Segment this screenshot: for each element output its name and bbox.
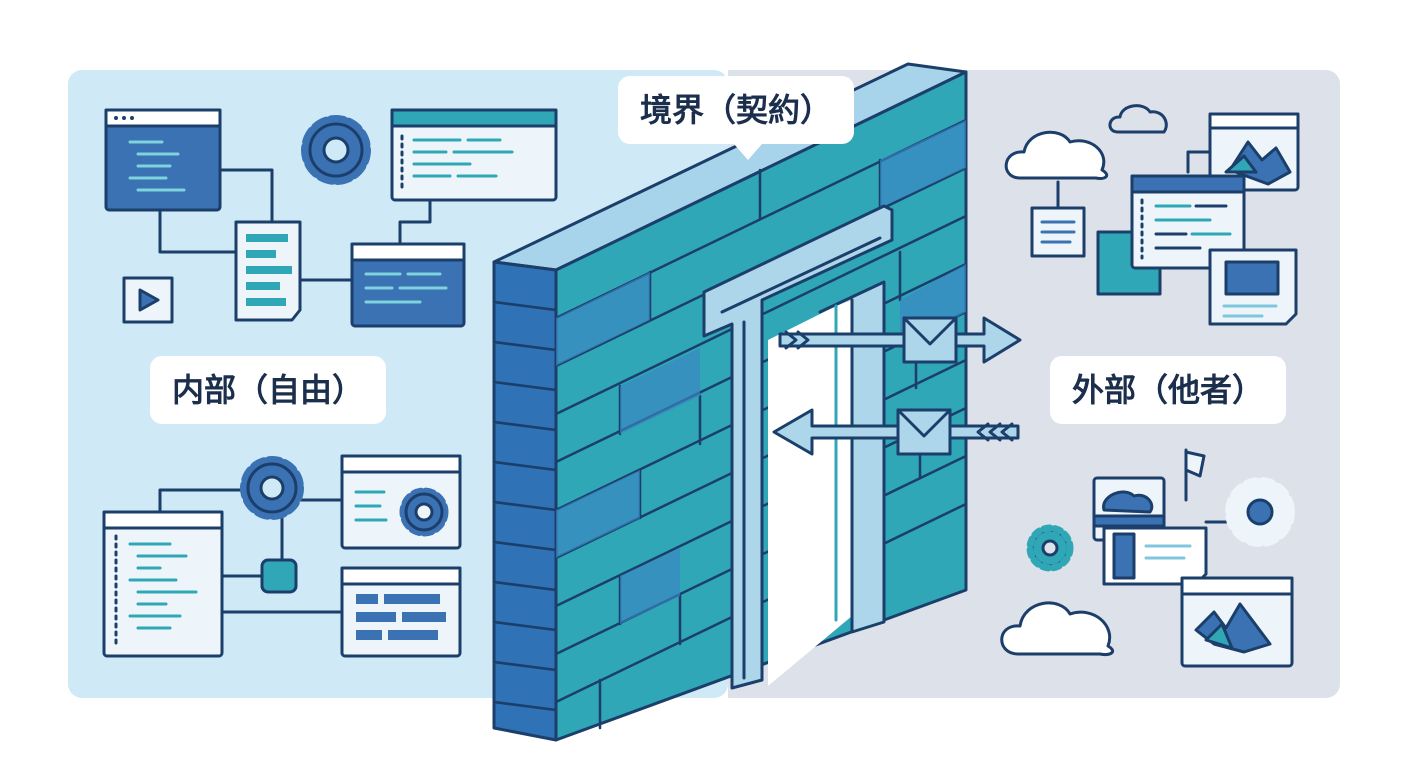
connector-line (158, 488, 242, 514)
play-icon (122, 276, 174, 324)
image-window-icon (1180, 576, 1294, 668)
document-icon (1030, 206, 1086, 258)
boundary-label: 境界（契約） (618, 76, 855, 144)
gear-icon (240, 456, 304, 520)
code-window-icon (350, 242, 466, 328)
gear-window-icon (340, 454, 462, 550)
connector-line (158, 208, 238, 254)
image-window-icon (1208, 248, 1298, 326)
gear-icon (301, 115, 371, 185)
outgoing-message-arrow (778, 316, 1022, 364)
envelope-icon (902, 316, 958, 364)
image-window-icon (1208, 112, 1300, 192)
gateway-opening (768, 298, 852, 686)
envelope-icon (896, 408, 952, 456)
gateway-frame (702, 204, 894, 690)
connector-line (398, 198, 432, 246)
connector-line (1186, 150, 1212, 174)
code-window-icon (104, 108, 222, 212)
code-window-icon (390, 108, 558, 202)
flag-icon (1184, 448, 1206, 502)
incoming-message-arrow (772, 408, 1020, 456)
code-window-icon (1130, 174, 1246, 270)
cloud-icon (1108, 104, 1168, 134)
connector-node-icon (260, 558, 298, 594)
document-icon (1102, 526, 1208, 586)
connector-line (218, 168, 274, 224)
boundary-label-pointer (734, 144, 762, 160)
cloud-icon (1004, 130, 1109, 180)
internal-label: 内部（自由） (150, 356, 387, 424)
blocks-window-icon (340, 566, 462, 658)
gear-icon (1225, 477, 1295, 547)
cloud-icon (1000, 601, 1114, 656)
gear-icon (1026, 524, 1074, 572)
code-window-icon (102, 510, 224, 658)
document-icon (234, 220, 302, 322)
external-label: 外部（他者） (1050, 356, 1287, 424)
image-window-icon (1092, 476, 1166, 542)
